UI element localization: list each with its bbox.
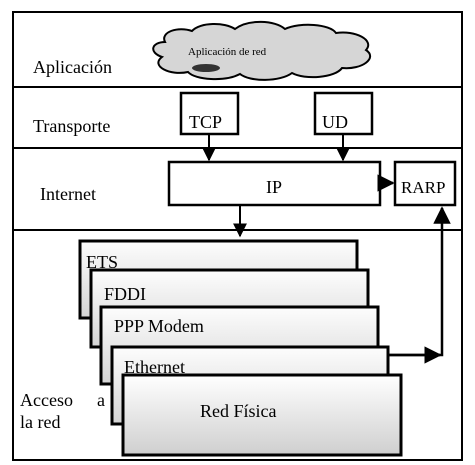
layer-label-application: Aplicación bbox=[33, 57, 112, 77]
stack-label-ppp-modem: PPP Modem bbox=[114, 316, 204, 336]
layer-label-network-access-suffix: a bbox=[97, 390, 105, 410]
layer-label-transport: Transporte bbox=[33, 116, 110, 136]
udp-label: UD bbox=[322, 112, 348, 132]
stack-label-ethernet: Ethernet bbox=[124, 357, 185, 377]
ip-box bbox=[167, 160, 382, 207]
layer-label-internet: Internet bbox=[40, 184, 96, 204]
rarp-box bbox=[393, 160, 457, 207]
rarp-label: RARP bbox=[401, 178, 445, 197]
stack-label-fddi: FDDI bbox=[104, 284, 146, 304]
network-stack: ETS FDDI PPP Modem Ethernet Red Física bbox=[78, 239, 403, 457]
stack-box-red-fisica bbox=[121, 373, 403, 457]
tcp-label: TCP bbox=[189, 112, 222, 132]
layer-label-network-access-line2: la red bbox=[20, 412, 60, 432]
ip-label: IP bbox=[266, 177, 282, 197]
cloud-label: Aplicación de red bbox=[188, 46, 267, 58]
layer-label-network-access-line1: Acceso bbox=[20, 390, 73, 410]
application-cloud: Aplicación de red bbox=[152, 20, 372, 81]
stack-label-ets: ETS bbox=[86, 252, 118, 272]
cloud-shadow-blob bbox=[192, 64, 220, 72]
stack-label-red-fisica: Red Física bbox=[200, 401, 277, 421]
